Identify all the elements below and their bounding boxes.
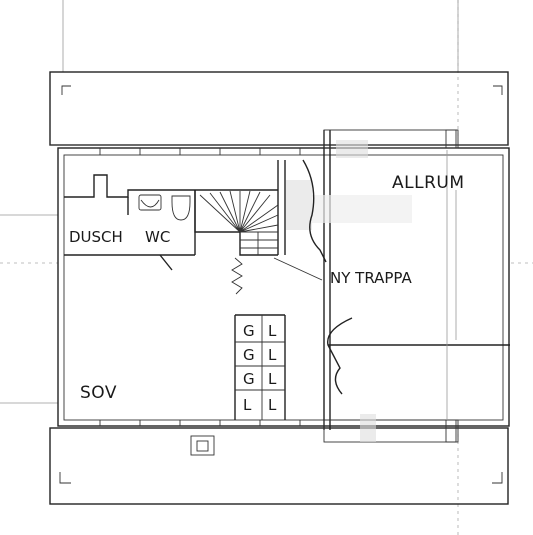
stair: [194, 160, 412, 256]
wardrobe-label: G: [243, 346, 255, 364]
top-roof-band: [49, 71, 509, 146]
wardrobe-labels: G L G L G L L L: [243, 322, 277, 414]
wardrobe-label: L: [268, 322, 277, 340]
room-label-allrum: ALLRUM: [392, 173, 465, 193]
radiator: [231, 257, 243, 295]
door-swing: [327, 317, 510, 395]
wardrobe-label: G: [243, 370, 255, 388]
allrum-partition: [323, 129, 459, 443]
wardrobe-label: L: [243, 396, 252, 414]
allrum-marks: [446, 150, 457, 420]
wardrobe-label: L: [268, 370, 277, 388]
room-label-sov: SOV: [80, 383, 117, 403]
wardrobe-label: L: [268, 396, 277, 414]
ny-trappa-curve: [273, 159, 327, 281]
exterior-walls: [57, 147, 510, 427]
wardrobe-block: [234, 314, 286, 420]
wardrobe-label: G: [243, 322, 255, 340]
annotation-ny-trappa: NY TRAPPA: [330, 269, 413, 287]
room-label-dusch: DUSCH: [69, 228, 123, 246]
bottom-roof-band: [49, 427, 509, 505]
wardrobe-label: L: [268, 346, 277, 364]
room-label-wc: WC: [145, 228, 170, 246]
